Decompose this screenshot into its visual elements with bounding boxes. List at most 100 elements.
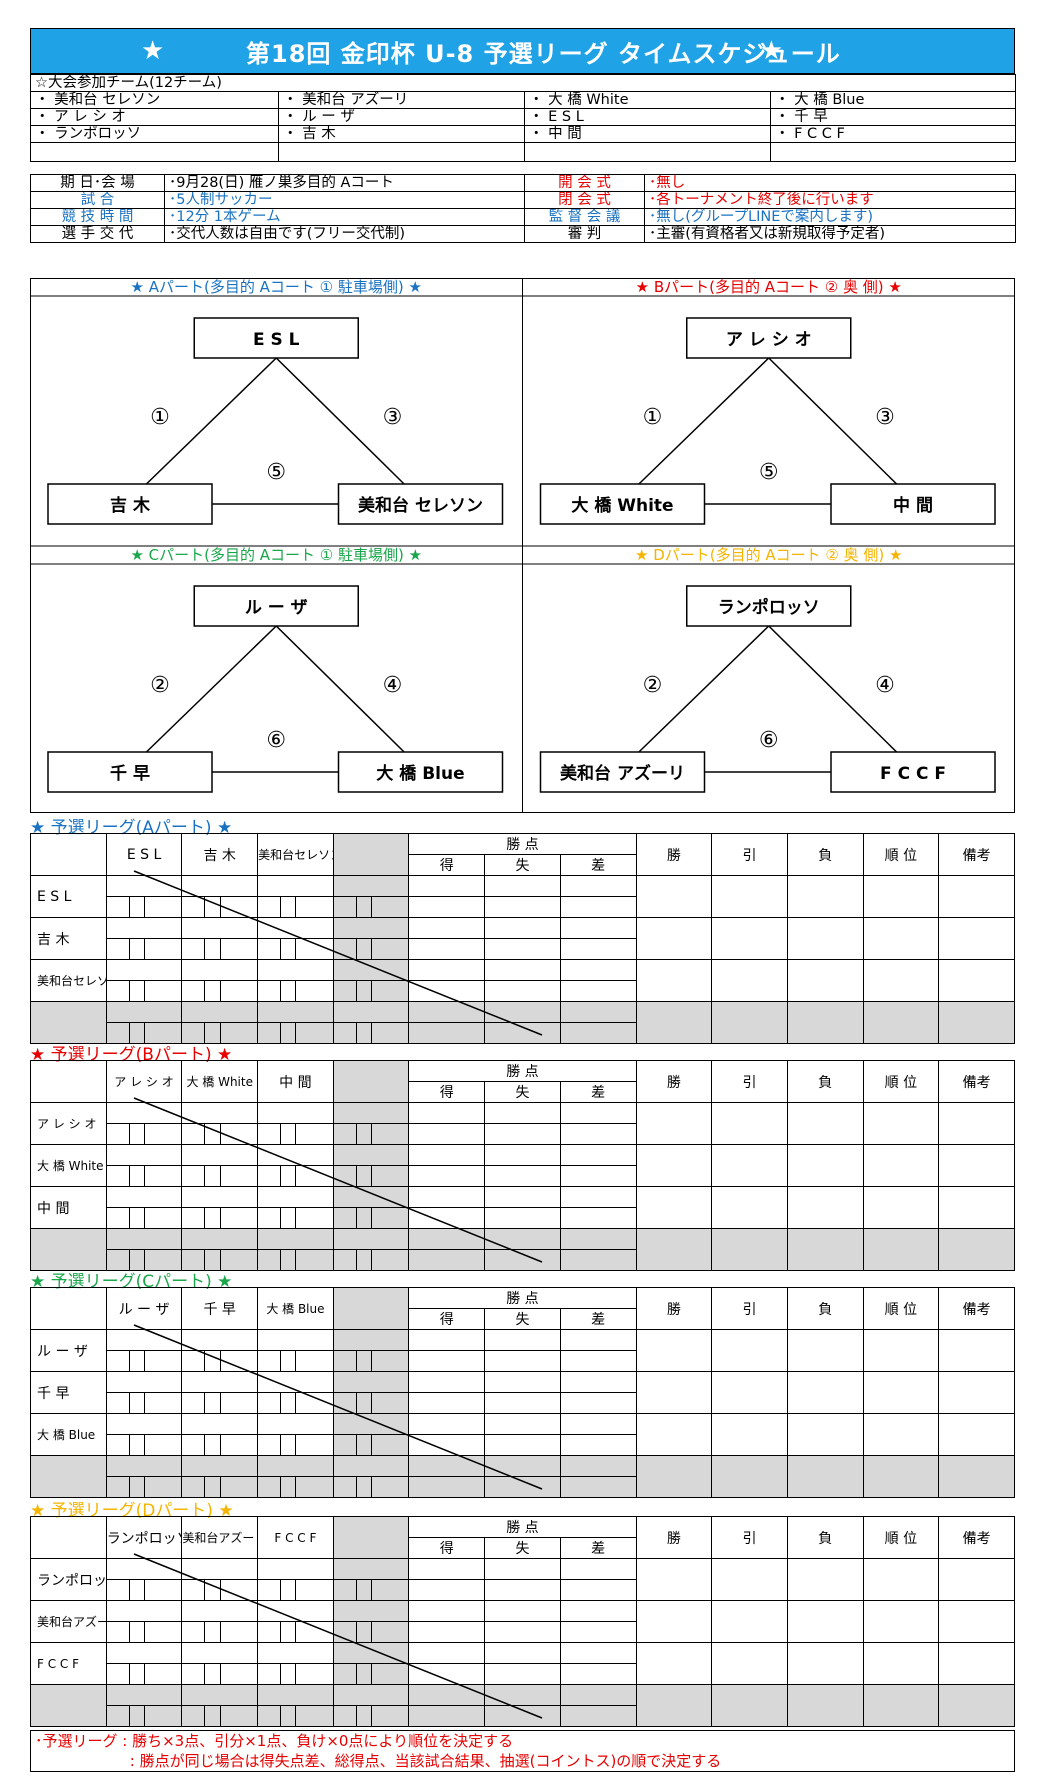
points-cell [408, 1207, 486, 1229]
match-line [145, 625, 277, 753]
participant: ・ ア レ シ オ [30, 108, 279, 126]
result-cell [938, 1642, 1015, 1685]
note-header: 備考 [938, 1060, 1015, 1103]
blank-col [332, 1516, 410, 1559]
points-cell [559, 1579, 637, 1601]
result-cell [786, 1558, 864, 1601]
match-number: ① [150, 405, 170, 430]
tokuten-header: 得 [408, 854, 486, 876]
part-label: ★ Bパート(多目的 Aコート ② 奥 側) ★ [636, 278, 902, 296]
result-cell [862, 1455, 940, 1498]
points-cell [408, 1165, 486, 1187]
lose-header: 負 [786, 833, 864, 876]
score-cell [105, 1329, 183, 1372]
result-cell [786, 1642, 864, 1685]
title-bar: ★ 第18回 金印杯 U-8 予選リーグ タイムスケジュール ★ [30, 28, 1015, 74]
win-header: 勝 [635, 1287, 713, 1330]
blank-row-label [30, 1228, 107, 1271]
participant: ・ 中 間 [524, 125, 771, 143]
match-number: ③ [383, 405, 403, 430]
score-cell [332, 959, 410, 1002]
shitten-header: 失 [484, 1308, 561, 1330]
score-cell [181, 1228, 259, 1271]
result-cell [862, 1186, 940, 1229]
points-cell [559, 1684, 637, 1706]
points-cell [559, 938, 637, 960]
score-cell [181, 1001, 259, 1044]
result-cell [786, 1144, 864, 1187]
score-cell [332, 1642, 410, 1685]
note-header: 備考 [938, 1516, 1015, 1559]
result-cell [635, 1600, 713, 1643]
points-cell [559, 1476, 637, 1498]
match-line [768, 357, 898, 485]
score-cell [332, 1371, 410, 1414]
points-cell [559, 1186, 637, 1208]
team-name: ル ー ザ [245, 598, 308, 618]
points-cell [408, 1001, 486, 1023]
points-cell [408, 875, 486, 897]
match-number: ⑥ [759, 728, 779, 753]
points-cell [408, 959, 486, 981]
points-cell [484, 1413, 561, 1435]
result-cell [635, 959, 713, 1002]
points-cell [559, 1455, 637, 1477]
result-cell [862, 1228, 940, 1271]
result-cell [786, 1684, 864, 1727]
points-cell [408, 1392, 486, 1414]
blank-cell [30, 142, 279, 162]
info-label: 試 合 [30, 191, 165, 209]
team-name: ランポロッソ [718, 597, 820, 618]
points-cell [484, 896, 561, 918]
blank-col [332, 1287, 410, 1330]
match-number: ④ [383, 673, 403, 698]
rule-line: : 勝点が同じ場合は得失点差、総得点、当該試合結果、抽選(コイントス)の順で決定… [35, 1752, 722, 1770]
match-number: ⑤ [266, 460, 286, 485]
result-cell [862, 1684, 940, 1727]
info-label: 競 技 時 間 [30, 208, 165, 226]
event-info-table: 期 日･会 場 ･9月28(日) 雁ノ巣多目的 Aコート 開 会 式 ･無し 試… [30, 174, 1016, 243]
result-cell [862, 1558, 940, 1601]
match-number: ⑤ [759, 460, 779, 485]
points-cell [559, 1705, 637, 1727]
participant: ・ F C C F [769, 125, 1017, 143]
result-cell [711, 959, 788, 1002]
score-cell [332, 875, 410, 918]
result-cell [635, 1144, 713, 1187]
score-cell [105, 1413, 183, 1456]
participant: ・ 美和台 アズーリ [278, 91, 525, 109]
lose-header: 負 [786, 1287, 864, 1330]
result-cell [711, 1001, 788, 1044]
points-cell [559, 1371, 637, 1393]
score-cell [181, 1455, 259, 1498]
score-cell [105, 1684, 183, 1727]
match-line [768, 625, 898, 753]
result-cell [862, 1413, 940, 1456]
score-cell [181, 1329, 259, 1372]
blank-col [332, 833, 410, 876]
points-cell [408, 1434, 486, 1456]
points-cell [484, 1684, 561, 1706]
row-team: 吉 木 [30, 917, 107, 960]
result-cell [635, 1186, 713, 1229]
points-header: 勝 点 [408, 833, 637, 855]
result-cell [711, 1413, 788, 1456]
rank-header: 順 位 [862, 1060, 940, 1103]
lose-header: 負 [786, 1516, 864, 1559]
score-cell [181, 917, 259, 960]
score-cell [332, 1329, 410, 1372]
match-number: ⑥ [266, 728, 286, 753]
match-line [275, 357, 405, 485]
points-cell [408, 1022, 486, 1044]
points-cell [559, 1123, 637, 1145]
points-cell [484, 1392, 561, 1414]
points-cell [408, 1413, 486, 1435]
score-cell [181, 1558, 259, 1601]
result-cell [711, 1144, 788, 1187]
score-cell [332, 1102, 410, 1145]
points-cell [408, 896, 486, 918]
team-name: ア レ シ オ [726, 330, 812, 350]
match-number: ④ [875, 673, 895, 698]
